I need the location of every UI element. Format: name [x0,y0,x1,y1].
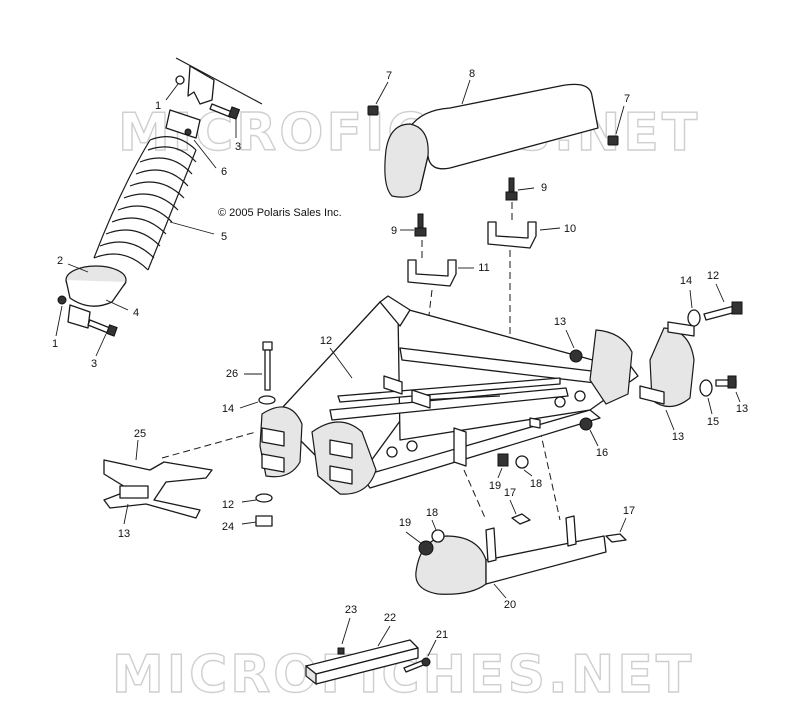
shock-absorber [57,57,263,337]
wear-bar [305,639,419,686]
callout-22: 22 [384,612,396,624]
callout-19-lower: 19 [399,517,411,529]
callout-11: 11 [478,262,489,274]
callout-14-left: 26 [226,368,238,380]
callout-5: 5 [221,231,227,243]
callout-6: 6 [221,166,227,178]
callout-13-upper-right: 14 [680,275,692,287]
callout-18-upper: 18 [530,478,542,490]
callout-25: 25 [134,428,146,440]
callout-8: 8 [469,68,475,80]
callout-26: 12 [320,335,332,347]
callout-20: 20 [504,599,516,611]
spring [93,136,197,271]
callout-7-left: 7 [386,70,392,82]
callout-21: 21 [436,629,448,641]
callout-10: 10 [564,223,576,235]
cross-plate [103,459,213,519]
callout-18-lower: 18 [426,507,438,519]
callout-3-top: 3 [235,141,241,153]
copyright-notice: © 2005 Polaris Sales Inc. [218,207,342,219]
callout-3-bottom: 3 [91,358,97,370]
slide-rail [415,515,607,595]
callout-13-left: 14 [222,403,234,415]
callout-19-upper: 19 [489,480,501,492]
callout-17-left: 17 [504,487,516,499]
callout-12-lower: 16 [596,447,608,459]
callout-4: 4 [133,307,139,319]
callout-1-bottom: 1 [52,338,58,350]
callout-24: 13 [118,528,130,540]
callout-14-right: 12 [707,270,719,282]
callout-12-upper: 13 [554,316,566,328]
callout-7-right: 7 [624,93,630,105]
callout-2: 2 [57,255,63,267]
callout-1-top: 1 [155,100,161,112]
callout-23: 23 [345,604,357,616]
callout-13-lower-left: 12 [222,499,234,511]
callout-9-right: 9 [541,182,547,194]
callout-12-lower-left: 24 [222,521,234,533]
callout-15: 13 [736,403,748,415]
rail-frame [259,295,695,495]
callout-9-left: 9 [391,225,397,237]
callout-13-lower-right: 15 [707,416,719,428]
callout-17-right: 17 [623,505,635,517]
callout-16: 13 [672,431,684,443]
chain-guard [367,83,619,198]
